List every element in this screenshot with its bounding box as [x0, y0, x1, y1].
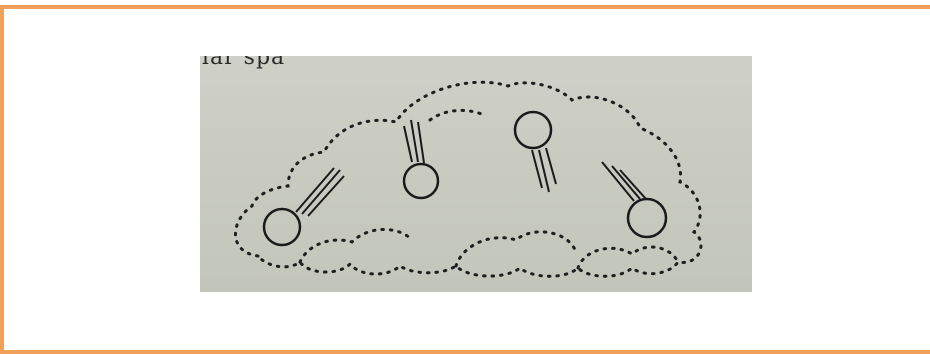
- cloud-outline: [235, 82, 700, 276]
- cloud-inner-bump-right: [578, 247, 678, 268]
- particle-center-right: [515, 112, 556, 192]
- cloud-inner-top-ridge: [430, 110, 486, 120]
- cloud-inner-bump-left: [300, 229, 410, 262]
- particle-right: [602, 162, 666, 237]
- cloud-drawing: [200, 56, 752, 292]
- figure-frame: lar spa: [0, 5, 930, 354]
- particle-center-left: [404, 120, 438, 198]
- cloud-inner-bump-middle: [456, 232, 576, 266]
- particle-far-left: [264, 168, 344, 245]
- photo-of-textbook-illustration: lar spa: [200, 56, 752, 292]
